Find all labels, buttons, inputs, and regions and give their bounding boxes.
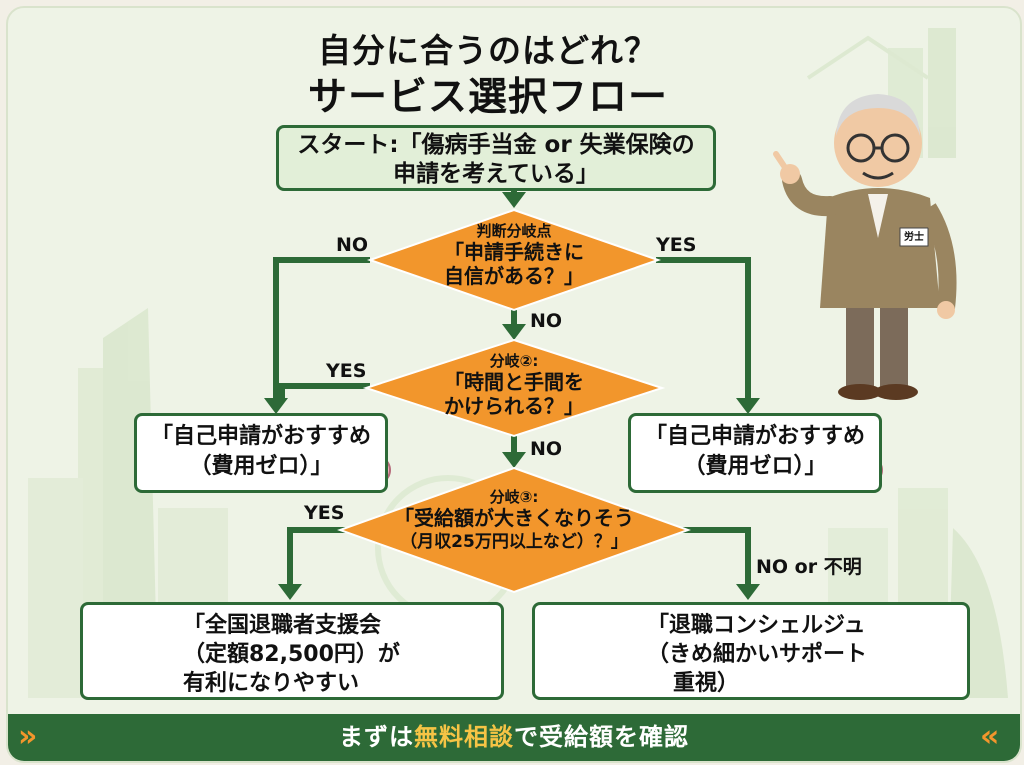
character-badge: 労士 <box>904 232 924 243</box>
decision-diamond-1 <box>366 208 662 312</box>
result-left-line3: 有利になりやすい <box>183 671 360 696</box>
decision-3-text: 分岐③: 「受給額が大きくなりそう （月収25万円以上など）？」 <box>376 488 652 554</box>
self-apply-node-left: 「自己申請がおすすめ （費用ゼロ）」 <box>134 413 388 493</box>
result-left-line1: 「全国退職者支援会 <box>183 613 382 638</box>
edge-label-d2-yes: YES <box>326 360 367 382</box>
self-apply-right-line1: 「自己申請がおすすめ <box>644 424 865 449</box>
result-right-line3: 重視） <box>673 671 740 696</box>
page-title-line1: 自分に合うのはどれ？ <box>318 31 658 70</box>
footer-text-highlight: 無料相談 <box>414 723 514 751</box>
decision-diamond-2 <box>362 338 666 438</box>
footer-text-pre: まずは <box>339 723 414 751</box>
result-node-concierge: 「退職コンシェルジュ （きめ細かいサポート 重視） <box>532 602 970 700</box>
arrowheads <box>264 192 760 600</box>
decision-2-label: 分岐②: <box>489 352 539 370</box>
edge-label-d3-no: NO or 不明 <box>756 556 862 578</box>
start-text-line2: 申請を考えている」 <box>393 161 599 187</box>
result-left-line2: （定額82,500円）が <box>183 642 400 667</box>
footer-banner: まずは無料相談で受給額を確認 <box>8 714 1020 761</box>
decision-2-question-line2: かけられる？」 <box>444 394 584 418</box>
decision-3-label: 分岐③: <box>489 488 539 506</box>
edge-label-d2-down: NO <box>530 438 563 460</box>
result-left-text: 「全国退職者支援会 （定額82,500円）が 有利になりやすい <box>183 611 400 698</box>
footer-text-post: で受給額を確認 <box>514 723 689 751</box>
result-node-support-association: 「全国退職者支援会 （定額82,500円）が 有利になりやすい <box>80 602 504 700</box>
decision-1-label: 判断分岐点 <box>476 222 552 240</box>
edge-label-d1-down: NO <box>530 310 563 332</box>
decision-1-text: 判断分岐点 「申請手続きに 自信がある？」 <box>408 222 620 288</box>
self-apply-left-line2: （費用ゼロ）」 <box>189 454 333 479</box>
page-title-line2: サービス選択フロー <box>307 75 668 120</box>
infographic-frame: $ 自分に合うのはどれ？ サービス選択フロー スタート:「傷病手当金 or 失業… <box>6 6 1022 763</box>
self-apply-node-right: 「自己申請がおすすめ （費用ゼロ）」 <box>628 413 882 493</box>
start-node: スタート:「傷病手当金 or 失業保険の 申請を考えている」 <box>276 125 716 191</box>
decision-3-question-line1: 「受給額が大きくなりそう <box>394 506 634 530</box>
decision-1-question-line2: 自信がある？」 <box>444 264 584 288</box>
start-text-line1: スタート:「傷病手当金 or 失業保険の <box>297 132 695 158</box>
advisor-character-illustration <box>773 94 957 400</box>
chevron-right-icon: » <box>18 719 38 754</box>
edge-label-d1-no: NO <box>336 234 369 256</box>
edge-label-d3-yes: YES <box>304 502 345 524</box>
edge-label-d1-yes: YES <box>656 234 697 256</box>
decision-diamond-3 <box>337 466 691 594</box>
self-apply-right-line2: （費用ゼロ）」 <box>683 454 827 479</box>
decision-3-question-line2: （月収25万円以上など）？」 <box>400 532 628 552</box>
result-right-text: 「退職コンシェルジュ （きめ細かいサポート 重視） <box>647 611 867 698</box>
result-right-line1: 「退職コンシェルジュ <box>647 613 866 638</box>
decision-2-text: 分岐②: 「時間と手間を かけられる？」 <box>408 352 620 418</box>
decision-2-question-line1: 「時間と手間を <box>444 370 584 394</box>
result-right-line2: （きめ細かいサポート <box>647 642 868 667</box>
decision-1-question-line1: 「申請手続きに <box>444 240 584 264</box>
chevron-left-icon: « <box>980 719 1000 754</box>
self-apply-left-line1: 「自己申請がおすすめ <box>150 424 371 449</box>
